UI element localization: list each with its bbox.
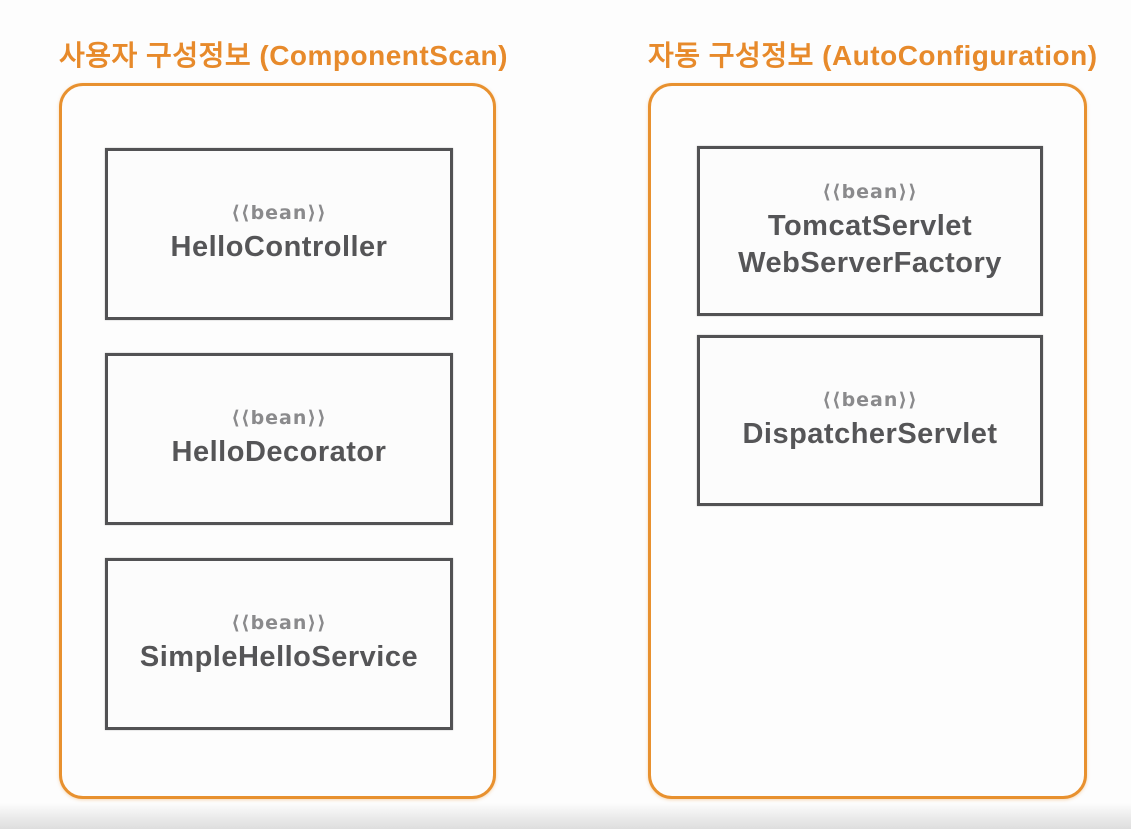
bean-name: DispatcherServlet [742,417,998,450]
bean-name: SimpleHelloService [139,641,419,674]
bean-stereotype: ⟨⟨bean⟩⟩ [231,407,327,430]
bean-box-hello-controller: ⟨⟨bean⟩⟩ HelloController [105,148,453,320]
bean-stereotype: ⟨⟨bean⟩⟩ [822,388,918,411]
auto-configuration-container: ⟨⟨bean⟩⟩ TomcatServlet WebServerFactory … [648,83,1087,799]
bean-stereotype: ⟨⟨bean⟩⟩ [231,612,327,635]
bean-name: TomcatServlet WebServerFactory [738,210,1002,279]
bean-name: HelloController [170,231,388,264]
bean-name: HelloDecorator [171,436,387,469]
bean-stereotype: ⟨⟨bean⟩⟩ [231,202,327,225]
component-scan-container: ⟨⟨bean⟩⟩ HelloController ⟨⟨bean⟩⟩ HelloD… [59,83,496,799]
bean-box-dispatcher-servlet: ⟨⟨bean⟩⟩ DispatcherServlet [697,335,1043,506]
panel-title-component-scan: 사용자 구성정보 (ComponentScan) [59,40,508,71]
bean-stereotype: ⟨⟨bean⟩⟩ [822,181,918,204]
bean-box-simple-hello-service: ⟨⟨bean⟩⟩ SimpleHelloService [105,558,453,730]
bean-box-tomcat-servlet-web-server-factory: ⟨⟨bean⟩⟩ TomcatServlet WebServerFactory [697,146,1043,316]
panel-title-auto-configuration: 자동 구성정보 (AutoConfiguration) [648,40,1098,71]
bottom-edge-bar [0,803,1131,829]
bean-box-hello-decorator: ⟨⟨bean⟩⟩ HelloDecorator [105,353,453,525]
